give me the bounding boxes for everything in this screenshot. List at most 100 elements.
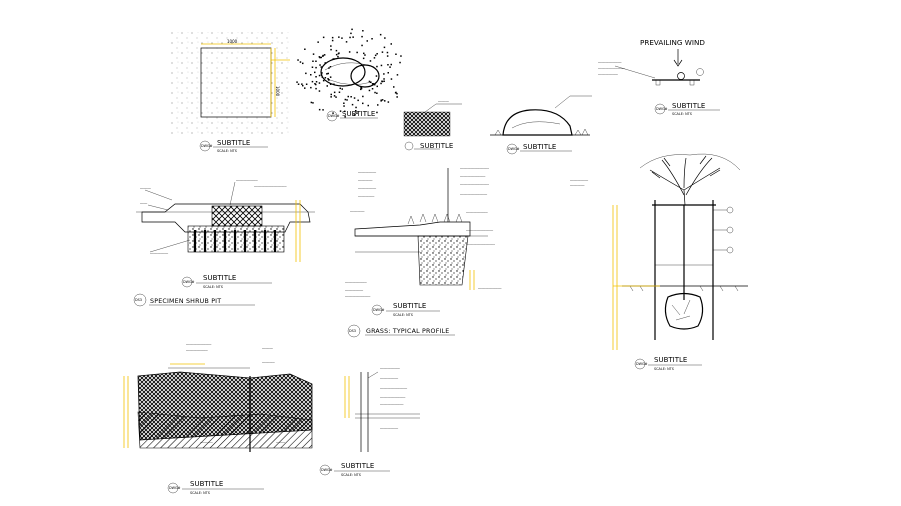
subtitle-1: SUBTITLE <box>217 139 250 147</box>
boulder-dot <box>348 51 351 53</box>
svg-text:────────────: ──────────── <box>235 179 258 183</box>
boulder-dot <box>302 84 304 87</box>
boulder-dot <box>364 54 366 56</box>
boulder-dot <box>346 99 348 101</box>
svg-text:DWG#: DWG# <box>201 144 213 148</box>
svg-text:SCALE: NTS: SCALE: NTS <box>654 367 674 371</box>
boulder-dot <box>373 57 376 59</box>
svg-text:─────────────: ───────────── <box>477 287 502 291</box>
boulder-dot <box>327 78 329 80</box>
svg-text:DWG#: DWG# <box>321 468 333 472</box>
svg-text:──────: ────── <box>261 347 273 351</box>
boulder-dot <box>297 59 299 61</box>
boulder-dot <box>360 86 362 89</box>
subtitle-3: SUBTITLE <box>420 142 453 150</box>
boulder-dot <box>296 81 298 83</box>
boulder-dot <box>310 101 313 104</box>
boulder-dot <box>330 48 332 51</box>
boulder-elevation-detail: DWG# SUBTITLE <box>490 95 592 155</box>
boulder-dot <box>315 60 317 62</box>
boulder-dot <box>343 102 345 104</box>
boulder-dot <box>357 99 359 102</box>
svg-text:───────────────: ─────────────── <box>459 193 487 197</box>
svg-text:───────────: ─────────── <box>597 73 618 77</box>
boulder-dot <box>356 51 358 54</box>
svg-text:────────: ──────── <box>357 179 373 183</box>
svg-text:─────: ───── <box>275 441 285 445</box>
boulder-dot <box>302 62 304 65</box>
boulder-dot <box>312 60 314 62</box>
subtitle-8: SUBTITLE <box>654 356 687 364</box>
boulder-icon <box>320 57 366 87</box>
boulder-dot <box>395 53 397 55</box>
dwg-callout-1 <box>199 140 211 152</box>
boulder-dot <box>380 64 383 67</box>
boulder-dot <box>366 40 368 42</box>
svg-text:DWG#: DWG# <box>183 280 195 284</box>
dim-side-label: 1000 <box>275 86 280 97</box>
svg-text:DS3: DS3 <box>349 329 356 333</box>
svg-text:SCALE: NTS: SCALE: NTS <box>672 112 692 116</box>
subtitle-2: SUBTITLE <box>342 110 375 118</box>
boulder-dot <box>376 85 378 88</box>
svg-text:──────────: ────────── <box>357 187 376 191</box>
svg-text:SCALE: NTS: SCALE: NTS <box>190 491 210 495</box>
boulder-dot <box>362 57 365 60</box>
boulder-dot <box>353 114 356 116</box>
boulder-dot <box>362 102 364 105</box>
boulder-dot <box>335 96 337 98</box>
boulder-dot <box>368 89 371 92</box>
boulder-dot <box>329 66 332 68</box>
prevailing-wind-detail: PREVAILING WIND ───────────── ──────────… <box>597 38 720 116</box>
boulder-dot <box>343 105 345 107</box>
boulder-dot <box>390 78 393 80</box>
svg-text:─────────: ───────── <box>357 195 374 199</box>
wind-arrow-icon <box>673 49 683 67</box>
dim-top-label: 1000 <box>227 39 238 44</box>
boulder-dot <box>393 86 395 88</box>
boulder-dot <box>339 87 341 90</box>
svg-text:──────────: ────────── <box>379 377 398 381</box>
boulder-dot <box>363 52 365 55</box>
svg-text:────────────: ──────────── <box>465 211 488 215</box>
boulder-dot <box>328 67 330 69</box>
svg-text:────────────: ──────────── <box>344 281 367 285</box>
boulder-dot <box>350 96 352 98</box>
svg-text:──────────: ────────── <box>569 179 588 183</box>
boulder-dot <box>333 91 336 94</box>
boulder-dot <box>317 41 319 43</box>
boulder-dot <box>381 99 384 101</box>
boulder-dot <box>387 101 390 103</box>
boulder-dot <box>386 51 389 54</box>
svg-text:───────────────: ─────────────── <box>465 229 493 233</box>
boulder-dot <box>318 108 321 111</box>
boulder-dot <box>315 76 317 78</box>
shrub-icon <box>404 112 450 136</box>
boulder-dot <box>304 48 306 50</box>
svg-text:DWG#: DWG# <box>169 486 181 490</box>
svg-text:────────────: ──────────── <box>185 349 208 353</box>
boulder-dot <box>387 72 389 74</box>
boulder-dot <box>384 37 386 39</box>
boulder-dot <box>381 80 383 82</box>
boulder-dot <box>400 55 402 57</box>
svg-text:───────────────: ─────────────── <box>379 387 407 391</box>
specimen-shrub-pit-detail: ────── ──── ────────── ──────────── ────… <box>133 179 315 307</box>
svg-text:───────────: ─────────── <box>379 367 400 371</box>
boulder-dot <box>310 86 312 89</box>
boulder-dot <box>330 96 332 98</box>
subtitle-7: SUBTITLE <box>393 302 426 310</box>
boulder-dot <box>321 72 323 74</box>
boulder-dot <box>326 73 328 75</box>
boulder-dot <box>361 44 363 47</box>
svg-text:SCALE: NTS: SCALE: NTS <box>341 473 361 477</box>
svg-text:DWG#: DWG# <box>508 147 520 151</box>
svg-text:────────────────: ──────────────── <box>465 243 495 247</box>
boulder-dot <box>386 55 389 57</box>
boulder-dot <box>396 74 399 76</box>
boulder-dot <box>338 91 341 93</box>
tree-icon <box>639 153 741 206</box>
boulder-dot <box>335 53 338 56</box>
boulder-dot <box>339 110 342 112</box>
